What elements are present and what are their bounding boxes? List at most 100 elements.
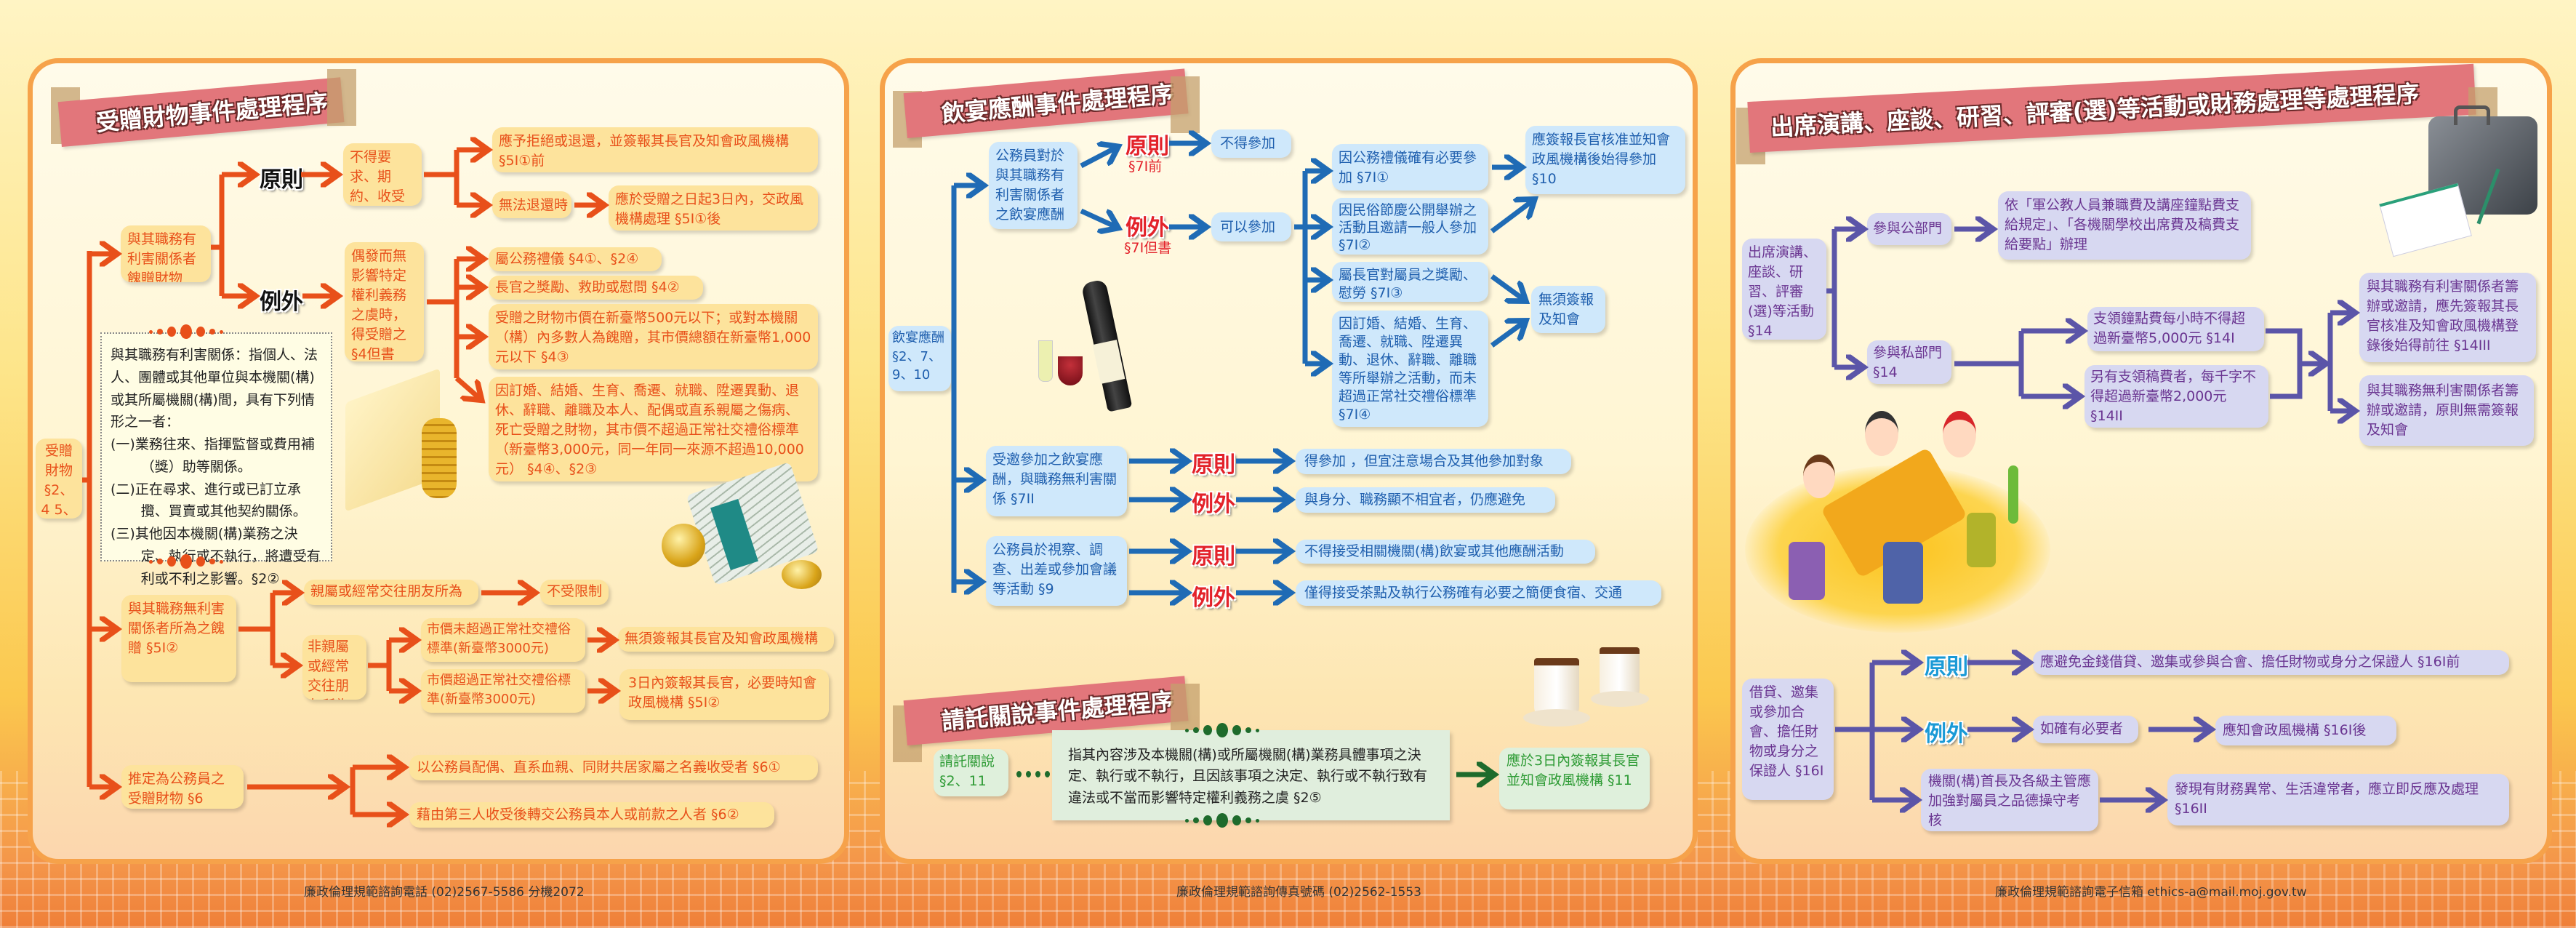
activity-no-interest: 與其職務無利害關係者籌辦或邀請，原則無需簽報及知會 xyxy=(2359,375,2534,446)
tape-decoration xyxy=(1171,76,1200,133)
banquet-principle-label: 原則 xyxy=(1126,134,1169,159)
loan-exception-condition: 如確有必要者 xyxy=(2033,716,2138,743)
wine-glass-icon xyxy=(1058,356,1083,385)
gift-exception-label: 例外 xyxy=(260,289,303,315)
definition-dots-top xyxy=(1185,723,1259,737)
gift-over-box: 市價超過正常社交禮俗標準(新臺幣3000元) xyxy=(421,669,585,713)
banquet-exception-ref: §7I但書 xyxy=(1124,240,1172,256)
gift-root: 受贈財物§2、4 5、6 xyxy=(36,439,82,519)
activity-public-box: 參與公部門 xyxy=(1867,213,1951,245)
gift-under-box: 市價未超過正常社交禮俗標準(新臺幣3000元) xyxy=(421,618,585,662)
gift-presumed-box: 推定為公務員之受贈財物 §6 xyxy=(121,765,244,809)
gift-refuse-box: 應予拒絕或退還，並簽報其長官及知會政風機構 §5I①前 xyxy=(492,127,818,172)
gift-presumed-item: 藉由第三人收受後轉交公務員本人或前款之人者 §6② xyxy=(409,802,774,828)
banquet-exception-result: 可以參加 xyxy=(1211,212,1291,241)
banquet-case: 因訂婚、結婚、生育、喬遷、就職、陞遷異動、退休、辭職、離職等所舉辦之活動，而未超… xyxy=(1332,311,1488,427)
invited-exception-result: 與身分、職務顯不相宜者，仍應避免 xyxy=(1296,487,1555,513)
gift-footer: 廉政倫理規範諮詢電話 (02)2567-5586 分機2072 xyxy=(304,885,585,900)
activity-with-interest: 與其職務有利害關係者籌辦或邀請，應先簽報其長官核准及知會政風機構登錄後始得前往 … xyxy=(2359,273,2536,362)
lobby-dots xyxy=(1016,771,1050,777)
gift-hand-over-box: 應於受贈之日起3日內，交政風機構處理 §5I①後 xyxy=(609,185,818,231)
banquet-invited-box: 受邀參加之飲宴應酬，與職務無利害關係 §7II xyxy=(986,446,1127,516)
gift-interest-box: 與其職務有利害關係者餽贈財物 xyxy=(121,225,211,282)
activity-loan-box: 借貸、邀集或參加合會、擔任財物或身分之保證人 §16I xyxy=(1742,679,1834,800)
activity-root: 出席演講、座談、研習、評審(選)等活動 §14 xyxy=(1742,239,1826,340)
coin-icon xyxy=(782,560,822,589)
banquet-arrows xyxy=(951,143,1533,593)
coin-stack-icon xyxy=(422,418,457,498)
gift-unlimited-box: 不受限制 xyxy=(540,580,609,605)
invited-principle-result: 得參加 ，但宜注意場合及其他參加對象 xyxy=(1296,449,1571,474)
banquet-no-report-box: 無須簽報及知會 xyxy=(1531,286,1605,333)
interest-definition-note: 與其職務有利害關係：指個人、法人、團體或其他單位與本機關(構)或其所屬機關(構)… xyxy=(100,332,332,587)
tape-decoration xyxy=(327,69,356,126)
coin-icon xyxy=(662,524,705,567)
chair-icon xyxy=(1967,513,1996,567)
gift-arrows xyxy=(82,150,614,815)
saucer-icon xyxy=(1523,709,1590,727)
loan-principle-label: 原則 xyxy=(1925,655,1968,680)
inspection-principle-result: 不得接受相關機關(構)飲宴或其他應酬活動 xyxy=(1296,540,1595,564)
person-icon xyxy=(1943,411,1976,457)
gift-exception-box: 偶發而無影響特定權利義務之虞時，得受贈之 §4但書 xyxy=(345,242,424,361)
gift-no-interest-box: 與其職務無利害關係者所為之餽贈 §5I② xyxy=(121,595,236,682)
lobby-action: 應於3日內簽報其長官並知會政風機構 §11 xyxy=(1499,748,1650,809)
banquet-inspection-box: 公務員於視察、調查、出差或參加會議等活動 §9 xyxy=(986,536,1127,606)
gift-non-relatives-box: 非親屬或經常交往朋友所為 xyxy=(302,635,366,700)
chair-icon xyxy=(1789,542,1825,600)
activity-supervisor-result: 發現有財務異常、生活違常者，應立即反應及處理 §16II xyxy=(2167,774,2509,825)
saucer-icon xyxy=(1591,691,1649,707)
note-intro: 與其職務有利害關係：指個人、法人、團體或其他單位與本機關(構)或其所屬機關(構)… xyxy=(111,347,318,431)
banquet-principle-result: 不得參加 xyxy=(1211,129,1291,158)
gift-no-report-box: 無須簽報其長官及知會政風機構 xyxy=(618,627,834,652)
invited-principle-label: 原則 xyxy=(1192,452,1235,478)
gift-exception-item: 因訂婚、結婚、生育、喬遷、就職、陞遷異動、退休、辭職、離職及本人、配偶或直系親屬… xyxy=(489,377,818,481)
gift-presumed-item: 以公務員配偶、直系血親、同財共居家屬之名義收受者 §6① xyxy=(409,755,818,780)
banquet-approve-box: 應簽報長官核准並知會政風機構後始得參加 §10 xyxy=(1525,126,1685,194)
banquet-root: 飲宴應酬§2、7、9、10 xyxy=(888,326,951,391)
lobby-definition: 指其內容涉及本機關(構)或所屬機關(構)業務具體事項之決定、執行或不執行，且因該… xyxy=(1052,730,1450,820)
invited-exception-label: 例外 xyxy=(1192,492,1235,517)
loan-principle-result: 應避免金錢借貸、邀集或參與合會、擔任財物或身分之保證人 §16I前 xyxy=(2033,650,2509,675)
banquet-interest-box: 公務員對於與其職務有利害關係者之飲宴應酬 xyxy=(989,142,1078,229)
loan-exception-result: 應知會政風機構 §16I後 xyxy=(2215,716,2396,745)
activity-fee-hour: 支領鐘點費每小時不得超過新臺幣5,000元 §14I xyxy=(2087,307,2264,351)
gift-principle-box: 不得要求、期約、收受 §4 xyxy=(343,143,422,206)
activity-fee-manuscript: 另有支領稿費者，每千字不得超過新臺幣2,000元 §14II xyxy=(2085,365,2268,428)
person-icon xyxy=(1865,411,1898,456)
inspection-exception-label: 例外 xyxy=(1192,585,1235,611)
gift-report-box: 3日內簽報其長官，必要時知會政風機構 §5I② xyxy=(619,669,829,720)
inspection-exception-result: 僅得接受茶點及執行公務確有必要之簡便食宿、交通 xyxy=(1296,580,1661,606)
banquet-principle-ref: §7I前 xyxy=(1128,159,1163,175)
definition-dots-bottom xyxy=(1185,813,1259,828)
note-item: (三)其他因本機關(構)業務之決定、執行或不執行，將遭受有利或不利之影響。§2② xyxy=(111,526,321,587)
banquet-case: 屬長官對屬員之獎勵、慰勞 §7I③ xyxy=(1332,262,1488,302)
activity-public-rule: 依「軍公教人員兼職費及講座鐘點費支給規定」、「各機關學校出席費及稿費支給要點」辦… xyxy=(1998,191,2251,260)
activity-footer: 廉政倫理規範諮詢電子信箱 ethics-a@mail.moj.gov.tw xyxy=(1995,885,2307,900)
activity-private-box: 參與私部門 §14 xyxy=(1867,340,1951,384)
champagne-glass-icon xyxy=(1038,340,1053,382)
note-dots-bottom xyxy=(149,554,223,569)
gift-principle-label: 原則 xyxy=(260,167,303,193)
activity-arrows xyxy=(1826,229,2353,800)
banquet-exception-label: 例外 xyxy=(1126,215,1169,241)
banquet-case: 因民俗節慶公開舉辦之活動且邀請一般人參加 §7I② xyxy=(1332,198,1488,255)
briefcase-handle-icon xyxy=(2454,105,2490,125)
note-item: (二)正在尋求、進行或已訂立承攬、買賣或其他契約關係。 xyxy=(111,481,307,520)
chair-icon xyxy=(1883,542,1923,604)
note-dots-top xyxy=(149,324,223,339)
gift-relatives-box: 親屬或經常交往朋友所為 xyxy=(304,580,478,605)
lobby-root: 請託關說§2、11 xyxy=(934,749,1008,796)
gift-cannot-return-box: 無法退還時 xyxy=(492,191,571,218)
banquet-footer: 廉政倫理規範諮詢傳真號碼 (02)2562-1553 xyxy=(1176,885,1421,900)
person-icon xyxy=(1803,455,1835,498)
banquet-case: 因公務禮儀確有必要參加 §7I① xyxy=(1332,144,1488,191)
gift-exception-item: 受贈之財物市價在新臺幣500元以下；或對本機關（構）內多數人為餽贈，其市價總額在… xyxy=(489,304,818,369)
activity-supervisor-box: 機關(構)首長及各級主管應加強對屬員之品德操守考核 xyxy=(1921,769,2098,831)
gift-exception-item: 長官之獎勵、救助或慰問 §4② xyxy=(489,276,703,300)
note-item: (一)業務往來、指揮監督或費用補（獎）助等關係。 xyxy=(111,436,315,475)
loan-exception-label: 例外 xyxy=(1925,721,1968,747)
inspection-principle-label: 原則 xyxy=(1192,544,1235,569)
gift-exception-item: 屬公務禮儀 §4①、§2④ xyxy=(489,247,662,271)
